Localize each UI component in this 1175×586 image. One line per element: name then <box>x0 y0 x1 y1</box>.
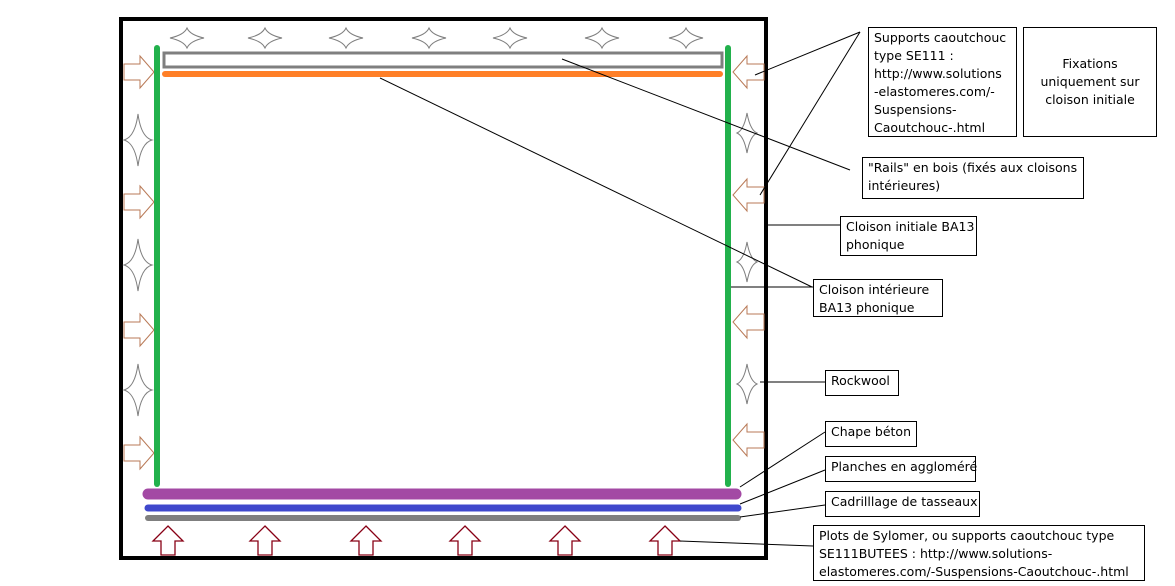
label-plots: Plots de Sylomer, ou supports caoutchouc… <box>813 525 1145 581</box>
label-fixations: Fixations uniquement sur cloison initial… <box>1023 27 1157 137</box>
label-line: Plots de Sylomer, ou supports caoutchouc… <box>819 528 1115 543</box>
label-cadrillage: Cadrilllage de tasseaux <box>825 491 980 517</box>
arrow-right-icon <box>123 435 155 471</box>
label-line: uniquement sur <box>1040 74 1140 89</box>
label-planches: Planches en aggloméré <box>825 456 978 482</box>
label-line: Cloison intérieure <box>819 282 930 297</box>
outer-wall-frame <box>119 17 768 560</box>
label-line: Suspensions- <box>874 102 957 117</box>
label-chape: Chape béton <box>825 421 917 447</box>
label-line: "Rails" en bois (fixés aux cloisons <box>868 160 1078 175</box>
ceiling-panel <box>162 51 724 69</box>
label-rockwool: Rockwool <box>825 370 899 396</box>
label-line: intérieures) <box>868 178 941 193</box>
label-supports-caoutchouc: Supports caoutchouc type SE111 : http://… <box>868 27 1017 137</box>
rockwool-star-icon <box>247 26 283 50</box>
arrow-right-icon <box>123 312 155 348</box>
label-line: Supports caoutchouc <box>874 30 1007 45</box>
label-rails: "Rails" en bois (fixés aux cloisons inté… <box>862 157 1084 199</box>
arrow-left-icon <box>732 177 765 213</box>
arrow-up-icon <box>448 525 482 556</box>
label-line: cloison initiale <box>1045 92 1135 107</box>
rockwool-star-icon <box>735 363 759 405</box>
label-line: elastomeres.com/-Suspensions-Caoutchouc-… <box>819 564 1129 579</box>
rockwool-star-icon <box>668 26 704 50</box>
label-line: Rockwool <box>831 373 890 388</box>
label-line: Fixations <box>1062 56 1118 71</box>
arrow-left-icon <box>732 304 765 340</box>
rockwool-star-icon <box>584 26 620 50</box>
arrow-right-icon <box>123 54 155 90</box>
label-line: SE111BUTEES : http://www.solutions- <box>819 546 1053 561</box>
rockwool-star-icon <box>492 26 528 50</box>
label-line: Cloison initiale BA13 <box>846 219 975 234</box>
rockwool-star-icon <box>735 241 759 283</box>
rockwool-star-icon <box>411 26 447 50</box>
label-line: Chape béton <box>831 424 912 439</box>
rockwool-star-icon <box>735 112 759 154</box>
label-line: http://www.solutions <box>874 66 1002 81</box>
label-cloison-initiale: Cloison initiale BA13 phonique <box>840 216 977 256</box>
arrow-left-icon <box>732 54 765 90</box>
rockwool-star-icon <box>122 113 154 167</box>
arrow-up-icon <box>248 525 282 556</box>
arrow-left-icon <box>732 422 765 458</box>
label-line: type SE111 : <box>874 48 954 63</box>
rockwool-star-icon <box>122 363 154 417</box>
label-line: Planches en aggloméré <box>831 459 978 474</box>
rockwool-star-icon <box>328 26 364 50</box>
arrow-up-icon <box>349 525 383 556</box>
label-line: Cadrilllage de tasseaux <box>831 494 978 509</box>
label-line: phonique <box>846 237 905 252</box>
arrow-up-icon <box>151 525 185 556</box>
label-cloison-interieure: Cloison intérieure BA13 phonique <box>813 279 943 317</box>
label-line: BA13 phonique <box>819 300 915 315</box>
label-line: Caoutchouc-.html <box>874 120 986 135</box>
arrow-up-icon <box>548 525 582 556</box>
rockwool-star-icon <box>122 238 154 292</box>
arrow-up-icon <box>648 525 682 556</box>
rockwool-star-icon <box>169 26 205 50</box>
label-line: -elastomeres.com/- <box>874 84 995 99</box>
arrow-right-icon <box>123 184 155 220</box>
leader-lines <box>379 31 861 547</box>
